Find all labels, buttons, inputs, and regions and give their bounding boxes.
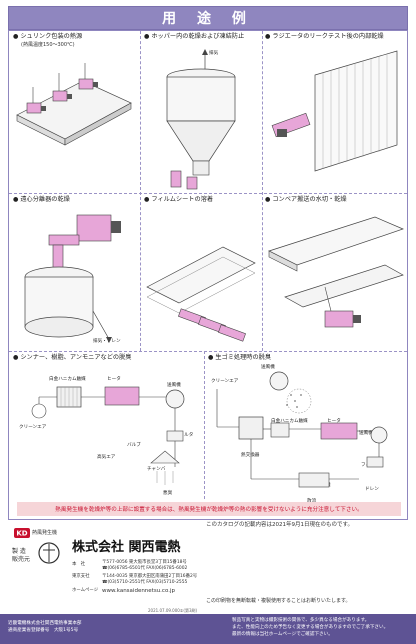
thinner-source-label: 悪臭 [163,491,173,496]
thinner-gas-label: 高気エア [97,455,116,460]
company-emblem-icon [38,542,60,564]
company-footer: KD 熱風発生機 製 造 販売元 株式会社 関西電熱 このカタログの記載内容は2… [8,522,408,614]
application-examples-frame: ● シュリンク包装の熱源 (熱風温度150～300℃) ● ホッパー内の乾燥およ… [8,30,408,520]
thinner-filter-label: フィルタ [175,433,194,438]
centrifuge-illustration [24,214,121,343]
shrink-illustration [16,63,132,146]
garbage-clean-air-label: クリーンエア [211,379,239,384]
brand-logo-icon: KD [14,528,30,538]
bottom-right-line2: また、性能向上のため予告なく変更する場合がありますのでご了承下さい。 [232,625,389,630]
bottom-right-line1: 製品写真と実物は撮影技術の関係で、多少異なる場合があります。 [232,618,370,623]
svg-text:KD: KD [16,530,27,538]
logo-tagline: 熱風発生機 [32,530,58,536]
grid-divider [9,193,407,194]
garbage-blower2-label: 送風機 [359,431,373,436]
thinner-flow-diagram [31,386,185,485]
radiator-illustration [271,50,398,172]
centrifuge-drain-label: 排気・ドレン [93,339,121,344]
company-name: 株式会社 関西電熱 [72,540,181,555]
bottom-left-line2: 通商産業省登録番号 大阪1号5号 [8,628,79,633]
thinner-clean-air-label: クリーンエア [19,425,47,430]
bottom-band: 近畿電機株式会社関西電熱事業本部 通商産業省登録番号 大阪1号5号 製品写真と実… [0,614,416,644]
radiator-caption: ● ラジエータのリークテスト後の内部乾燥 [265,33,384,40]
catalog-date-note: このカタログの記載内容は2021年9月1日現在のものです。 [206,522,353,528]
thinner-heater-label: ヒータ [107,377,121,382]
thinner-caption: ● シンナー、樹脂、アンモニアなどの脱臭 [13,354,132,361]
grid-divider [204,351,205,499]
garbage-discharge-label: 放流 [307,499,316,505]
thinner-valve-label: バルブ [127,443,141,448]
centrifuge-caption: ● 遠心分離器の乾燥 [13,196,70,203]
honsha-tel: ☎(06)6785-6501代 FAX(06)6785-6002 [102,566,188,571]
garbage-drain-label: ドレン [365,487,379,492]
film-caption: ● フィルムシートの溶着 [144,196,214,203]
grid-divider [9,351,407,352]
hopper-exhaust-label: 排気 [209,51,219,56]
branch-address: 〒144-0035 東京都大田区南蒲田2丁目16番2号 [102,574,198,579]
garbage-heat-exch-label: 熱交換器 [241,453,260,458]
bottom-right-line3: 最新の情報は当社ホームページでご確認下さい。 [232,632,333,637]
garbage-blower-label: 送風機 [261,365,275,370]
section-title: 用 途 例 [162,11,254,27]
grid-divider [140,31,141,351]
garbage-catalyst-label: 白金ハニカム触媒 [271,419,308,424]
branch-tel: ☎(03)5710-2551代 FAX(03)5710-2555 [102,580,188,585]
honsha-address: 〒577-0056 東大阪市長堂3丁目15番18号 [102,560,187,565]
shrink-caption: ● シュリンク包装の熱源 [13,33,83,40]
web-url-link[interactable]: www.kansaidennetsu.co.jp [102,588,175,594]
hopper-illustration [166,49,236,190]
thinner-catalyst-label: 白金ハニカム触媒 [49,377,86,382]
web-label: ホームページ [72,588,99,593]
garbage-caption: ● 生ゴミ処理時の脱臭 [208,354,272,361]
thinner-blower-label: 送風機 [167,383,181,388]
maker-label: 製 造 販売元 [12,548,31,563]
hopper-caption: ● ホッパー内の乾燥および凍結防止 [144,33,245,40]
caution-text: 熱風発生機を乾燥炉等の上部に設置する場合は、熱風発生機が乾燥炉等の熱の影響を受け… [55,507,363,513]
honsha-label: 本 社 [72,562,86,567]
section-header: 用 途 例 [8,6,408,30]
film-illustration [146,246,256,342]
bottom-left-line1: 近畿電機株式会社関西電熱事業本部 [8,621,82,626]
thinner-chamber-label: チャンバ [147,467,166,472]
conveyor-caption: ● コンベア搬送の水切・乾燥 [265,196,347,203]
garbage-flow-diagram [216,371,388,488]
grid-divider [262,31,263,351]
conveyor-illustration [268,216,404,328]
caution-notice: 熱風発生機を乾燥炉等の上部に設置する場合は、熱風発生機が乾燥炉等の熱の影響を受け… [17,502,401,516]
print-code: 2021.07.09.000①(第3刷) [148,608,198,613]
branch-label: 東京支社 [72,574,90,579]
garbage-heater-label: ヒータ [327,419,341,424]
shrink-subtitle: (熱風温度150～300℃) [21,42,75,48]
reprint-note: この印刷物を無断転載・複製使用することはお断りいたします。 [206,598,351,604]
